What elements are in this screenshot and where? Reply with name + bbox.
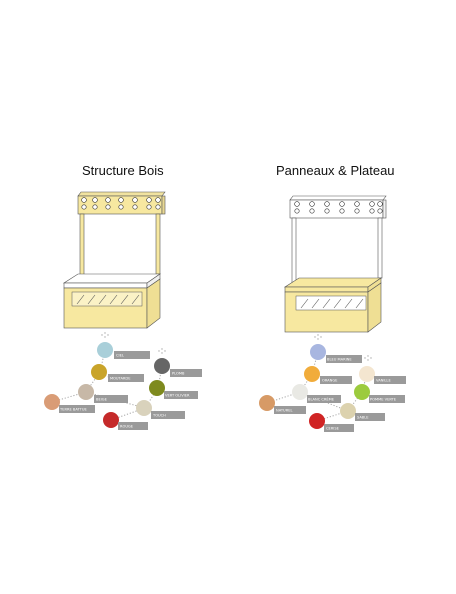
svg-text:VANILLE: VANILLE (376, 379, 391, 383)
svg-text:TOUCH: TOUCH (152, 414, 166, 418)
coat-rack-bench-panels (283, 195, 387, 333)
svg-text:CIEL: CIEL (116, 354, 124, 358)
svg-text:TERRE BATTUE: TERRE BATTUE (59, 408, 87, 412)
svg-text:POMME VERTE: POMME VERTE (370, 398, 397, 402)
svg-text:ORANGE: ORANGE (322, 379, 338, 383)
swatch-vert-olivier: VERT OLIVIER (149, 380, 198, 399)
swatch-naturel: NATUREL (259, 395, 306, 414)
swatch-orange: ORANGE (304, 366, 352, 384)
swatch-bleu-marine: BLEU MARINE (310, 344, 362, 363)
swatch-blanc-creme: BLANC CRÈME (292, 384, 341, 403)
swatch-beige: BEIGE (78, 384, 128, 403)
structure-bois-title: Structure Bois (82, 163, 164, 178)
swatch-sable: SABLE (340, 403, 385, 421)
svg-text:BLANC CRÈME: BLANC CRÈME (308, 397, 335, 402)
svg-text:ROUGE: ROUGE (120, 425, 134, 429)
swatch-pomme-verte: POMME VERTE (354, 384, 405, 403)
panneaux-plateau-title: Panneaux & Plateau (276, 163, 395, 178)
swatch-vanille: VANILLE (359, 366, 406, 384)
svg-text:VERT OLIVIER: VERT OLIVIER (165, 394, 190, 398)
svg-text:PLOMB: PLOMB (172, 372, 185, 376)
svg-text:MOUTARDE: MOUTARDE (110, 377, 131, 381)
svg-text:BEIGE: BEIGE (96, 398, 108, 402)
coat-rack-bench-wood (62, 191, 166, 329)
swatch-ciel: CIEL (97, 342, 150, 359)
svg-text:SABLE: SABLE (357, 416, 369, 420)
swatch-rouge: ROUGE (103, 412, 148, 430)
sparkle-icon (101, 332, 372, 361)
swatch-touch: TOUCH (136, 400, 185, 419)
svg-text:CERISE: CERISE (326, 427, 340, 431)
swatch-plomb: PLOMB (154, 358, 202, 377)
swatch-terre-battue: TERRE BATTUE (44, 394, 95, 413)
swatch-cerise: CERISE (309, 413, 354, 432)
svg-text:BLEU MARINE: BLEU MARINE (327, 358, 352, 362)
swatch-moutarde: MOUTARDE (91, 364, 144, 382)
svg-text:NATUREL: NATUREL (276, 409, 292, 413)
